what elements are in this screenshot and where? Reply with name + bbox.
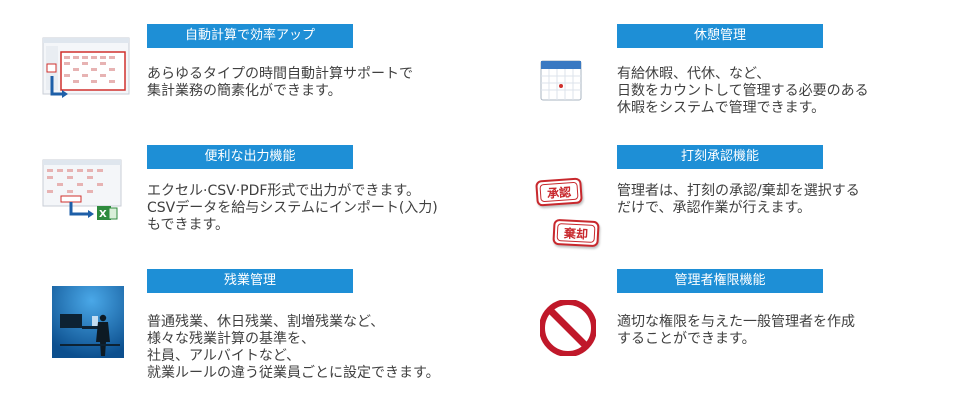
spreadsheet-excel-icon: X — [41, 158, 125, 222]
spreadsheet-arrow-icon — [41, 36, 133, 102]
feature-title: 休憩管理 — [617, 24, 823, 48]
svg-text:X: X — [99, 209, 107, 220]
feature-description: あらゆるタイプの時間自動計算サポートで 集計業務の簡素化ができます。 — [147, 66, 413, 99]
feature-title: 管理者権限機能 — [617, 269, 823, 293]
feature-description: 普通残業、休日残業、割増残業など、 様々な残業計算の基準を、 社員、アルバイトな… — [147, 314, 440, 381]
feature-description: 管理者は、打刻の承認/棄却を選択する だけで、承認作業が行えます。 — [617, 183, 860, 216]
feature-title: 自動計算で効率アップ — [147, 24, 353, 48]
feature-title: 残業管理 — [147, 269, 353, 293]
stamp-reject-icon: 棄却 — [552, 218, 600, 248]
stamp-approve-icon: 承認 — [535, 177, 583, 207]
feature-description: エクセル·CSV·PDF形式で出力ができます。 CSVデータを給与システムにイン… — [147, 183, 438, 233]
feature-title: 打刻承認機能 — [617, 145, 823, 169]
office-worker-icon — [52, 286, 124, 358]
calendar-icon — [540, 58, 582, 102]
feature-description: 有給休暇、代休、など、 日数をカウントして管理する必要のある 休暇をシステムで管… — [617, 66, 869, 116]
feature-description: 適切な権限を与えた一般管理者を作成 することができます。 — [617, 314, 855, 347]
feature-title: 便利な出力機能 — [147, 145, 353, 169]
prohibited-icon — [539, 299, 597, 357]
